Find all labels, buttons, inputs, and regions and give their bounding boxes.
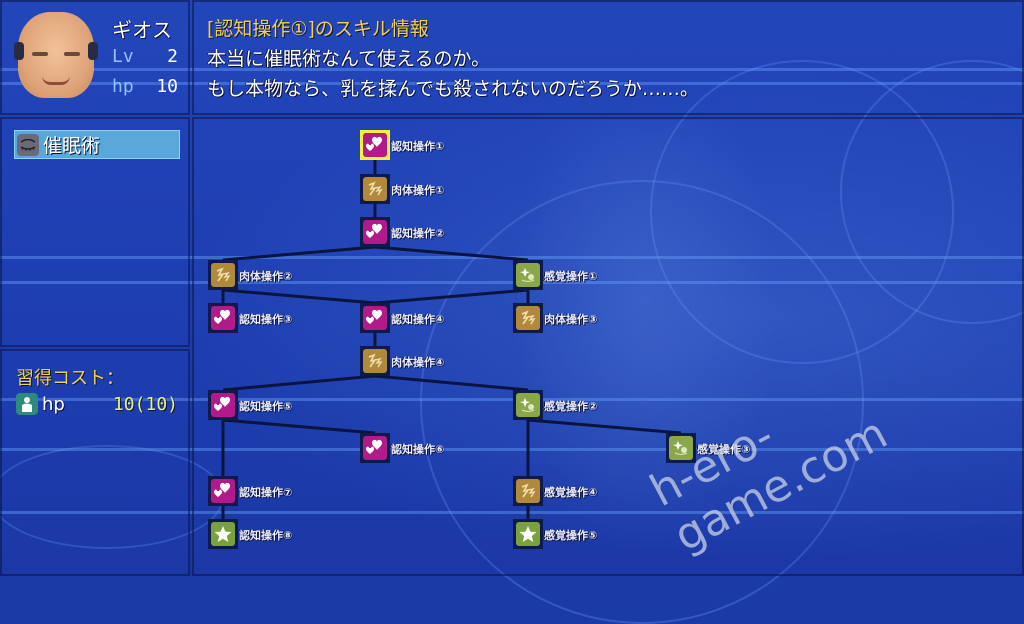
skill-node-label: 肉体操作③ [544,313,598,326]
hair [14,42,24,60]
skill-node[interactable] [360,174,390,204]
skill-node-label: 認知操作① [391,140,445,153]
skill-node[interactable] [360,303,390,333]
skill-node-label: 感覚操作④ [544,486,598,499]
character-portrait [14,12,98,98]
skill-info-panel [192,0,1024,115]
skill-node-label: 感覚操作② [544,400,598,413]
cost-row: hp 10(10) [16,391,178,417]
skill-node[interactable] [208,390,238,420]
sparkle-icon [516,393,540,417]
skill-node[interactable] [360,346,390,376]
star-icon [516,522,540,546]
lightning-icon [516,479,540,503]
hp-value: 10 [156,76,178,97]
skill-node-label: 感覚操作① [544,270,598,283]
eye [32,52,48,56]
hearts-icon [363,436,387,460]
skill-node-label: 感覚操作⑤ [544,529,598,542]
lightning-icon [516,306,540,330]
cost-value: 10(10) [112,393,178,415]
hp-label: hp [112,76,134,97]
bg-band [0,68,1024,71]
sparkle-icon [516,263,540,287]
skill-node-label: 認知操作⑦ [239,486,293,499]
hearts-icon [363,133,387,157]
cost-title: 習得コスト： [16,368,124,389]
skill-node[interactable] [513,519,543,549]
sparkle-icon [669,436,693,460]
skill-node[interactable] [360,130,390,160]
skill-node[interactable] [513,390,543,420]
closed-eye-icon [17,133,39,156]
skill-category-hypnosis[interactable]: 催眠術 [14,130,180,159]
skill-node-label: 肉体操作④ [391,356,445,369]
hearts-icon [211,479,235,503]
skill-node[interactable] [666,433,696,463]
hair [88,42,98,60]
skill-node[interactable] [360,433,390,463]
level-label: Lv [112,46,134,67]
bg-band [0,82,1024,85]
mouth [42,76,70,85]
hearts-icon [211,306,235,330]
star-icon [211,522,235,546]
skill-node-label: 認知操作② [391,227,445,240]
skill-node-label: 肉体操作① [391,184,445,197]
skill-tree-panel [192,117,1024,576]
skill-node-label: 認知操作④ [391,313,445,326]
cost-panel [0,349,190,576]
level-value: 2 [167,46,178,67]
hp-row: hp 10 [112,76,178,97]
skill-node[interactable] [513,260,543,290]
lightning-icon [363,349,387,373]
skill-category-label: 催眠術 [43,135,101,157]
skill-node[interactable] [208,260,238,290]
skill-node-label: 肉体操作② [239,270,293,283]
eye [64,52,80,56]
skill-node-label: 認知操作⑧ [239,529,293,542]
skill-node[interactable] [513,303,543,333]
hearts-icon [363,306,387,330]
skill-node-label: 感覚操作③ [697,443,751,456]
skill-node-label: 認知操作⑥ [391,443,445,456]
skill-node[interactable] [513,476,543,506]
lightning-icon [211,263,235,287]
skill-description-line-2: もし本物なら、乳を揉んでも殺されないのだろうか……。 [207,78,699,100]
skill-info-title: [認知操作①]のスキル情報 [207,18,429,40]
level-row: Lv 2 [112,46,178,67]
skill-node[interactable] [360,217,390,247]
skill-node-label: 認知操作⑤ [239,400,293,413]
lightning-icon [363,177,387,201]
hearts-icon [363,220,387,244]
character-name: ギオス [112,18,172,42]
skill-node-label: 認知操作③ [239,313,293,326]
skill-node[interactable] [208,519,238,549]
person-icon [16,393,38,415]
skill-node[interactable] [208,476,238,506]
cost-stat: hp [42,393,65,415]
skill-node[interactable] [208,303,238,333]
skill-description-line-1: 本当に催眠術なんて使えるのか。 [207,48,491,70]
hearts-icon [211,393,235,417]
